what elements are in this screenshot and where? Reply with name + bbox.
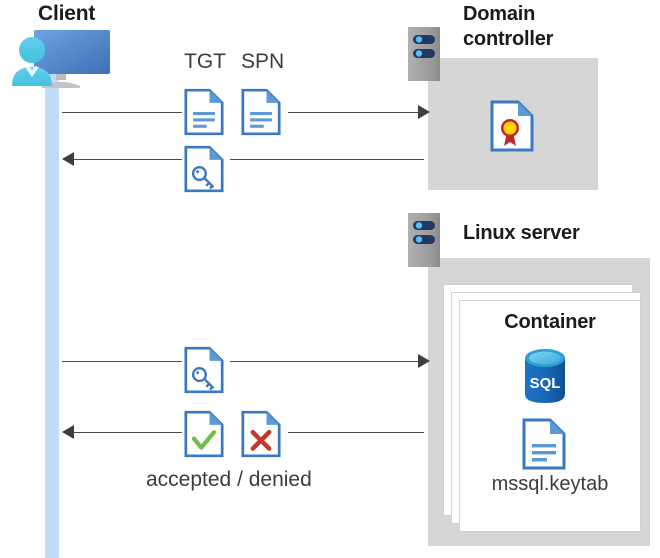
spn-document-icon <box>241 86 281 138</box>
msg-request-arrowhead <box>418 105 430 119</box>
linux-server-server-rack-icon <box>408 213 446 267</box>
client-lifeline <box>45 72 59 558</box>
msg-result-right-segment <box>288 432 424 433</box>
linux-server-title: Linux server <box>463 222 580 244</box>
msg-present-left-segment <box>62 361 182 362</box>
domain-controller-title-line1: Domain <box>463 3 536 25</box>
msg-result-arrowhead <box>62 425 74 439</box>
mssql-keytab-label: mssql.keytab <box>491 473 609 495</box>
msg-present-right-segment <box>230 361 420 362</box>
container-title: Container <box>504 311 596 333</box>
sql-database-icon: SQL <box>521 348 569 404</box>
tgt-label: TGT <box>184 50 226 73</box>
accepted-denied-label: accepted / denied <box>146 468 312 491</box>
client-monitor-user-icon <box>8 26 112 92</box>
keytab-document-icon <box>522 418 566 470</box>
container-card-front <box>459 300 641 532</box>
msg-present-arrowhead <box>418 354 430 368</box>
msg-result-left-segment <box>74 432 182 433</box>
msg-request-right-segment <box>288 112 420 113</box>
msg-ticket-right-segment <box>230 159 424 160</box>
msg-ticket-arrowhead <box>62 152 74 166</box>
certificate-document-icon <box>490 100 534 152</box>
ticket-key-document-icon-bottom <box>184 344 224 396</box>
svg-text:SQL: SQL <box>530 375 561 392</box>
msg-ticket-left-segment <box>74 159 182 160</box>
denied-cross-document-icon <box>241 408 281 460</box>
ticket-key-document-icon-top <box>184 143 224 195</box>
spn-label: SPN <box>241 50 285 73</box>
domain-controller-title: Domain controller <box>463 2 553 52</box>
domain-controller-title-line2: controller <box>463 28 554 50</box>
tgt-document-icon <box>184 86 224 138</box>
accepted-check-document-icon <box>184 408 224 460</box>
domain-controller-server-rack-icon <box>408 27 446 81</box>
msg-request-left-segment <box>62 112 182 113</box>
